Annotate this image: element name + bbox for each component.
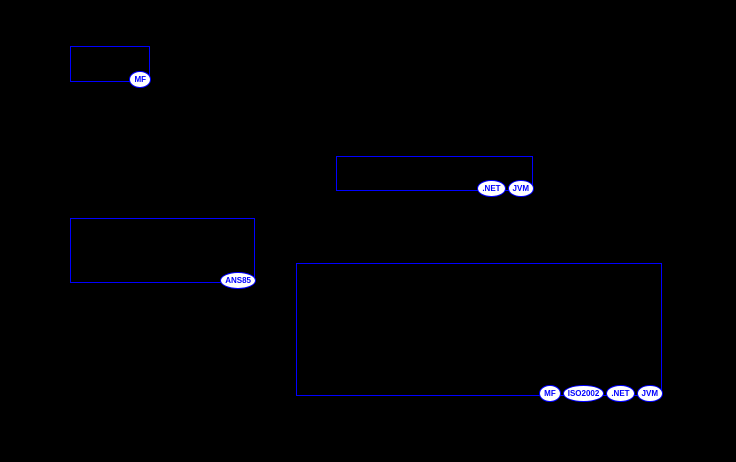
dialect-badge: JVM (507, 180, 534, 197)
dialect-badge: .NET (477, 180, 506, 197)
dialect-badge: ANS85 (220, 272, 256, 289)
dialect-badge: MF (129, 71, 151, 88)
dialect-badge: MF (539, 385, 561, 402)
dialect-badge: .NET (606, 385, 635, 402)
syntax-box-1: MF (70, 46, 151, 88)
syntax-box-3: ANS85 (70, 218, 256, 289)
dialect-badge-row: MF (129, 71, 151, 88)
dialect-badge: ISO2002 (562, 385, 605, 402)
dialect-badge-row: ANS85 (220, 272, 256, 289)
dialect-badge: JVM (636, 385, 663, 402)
